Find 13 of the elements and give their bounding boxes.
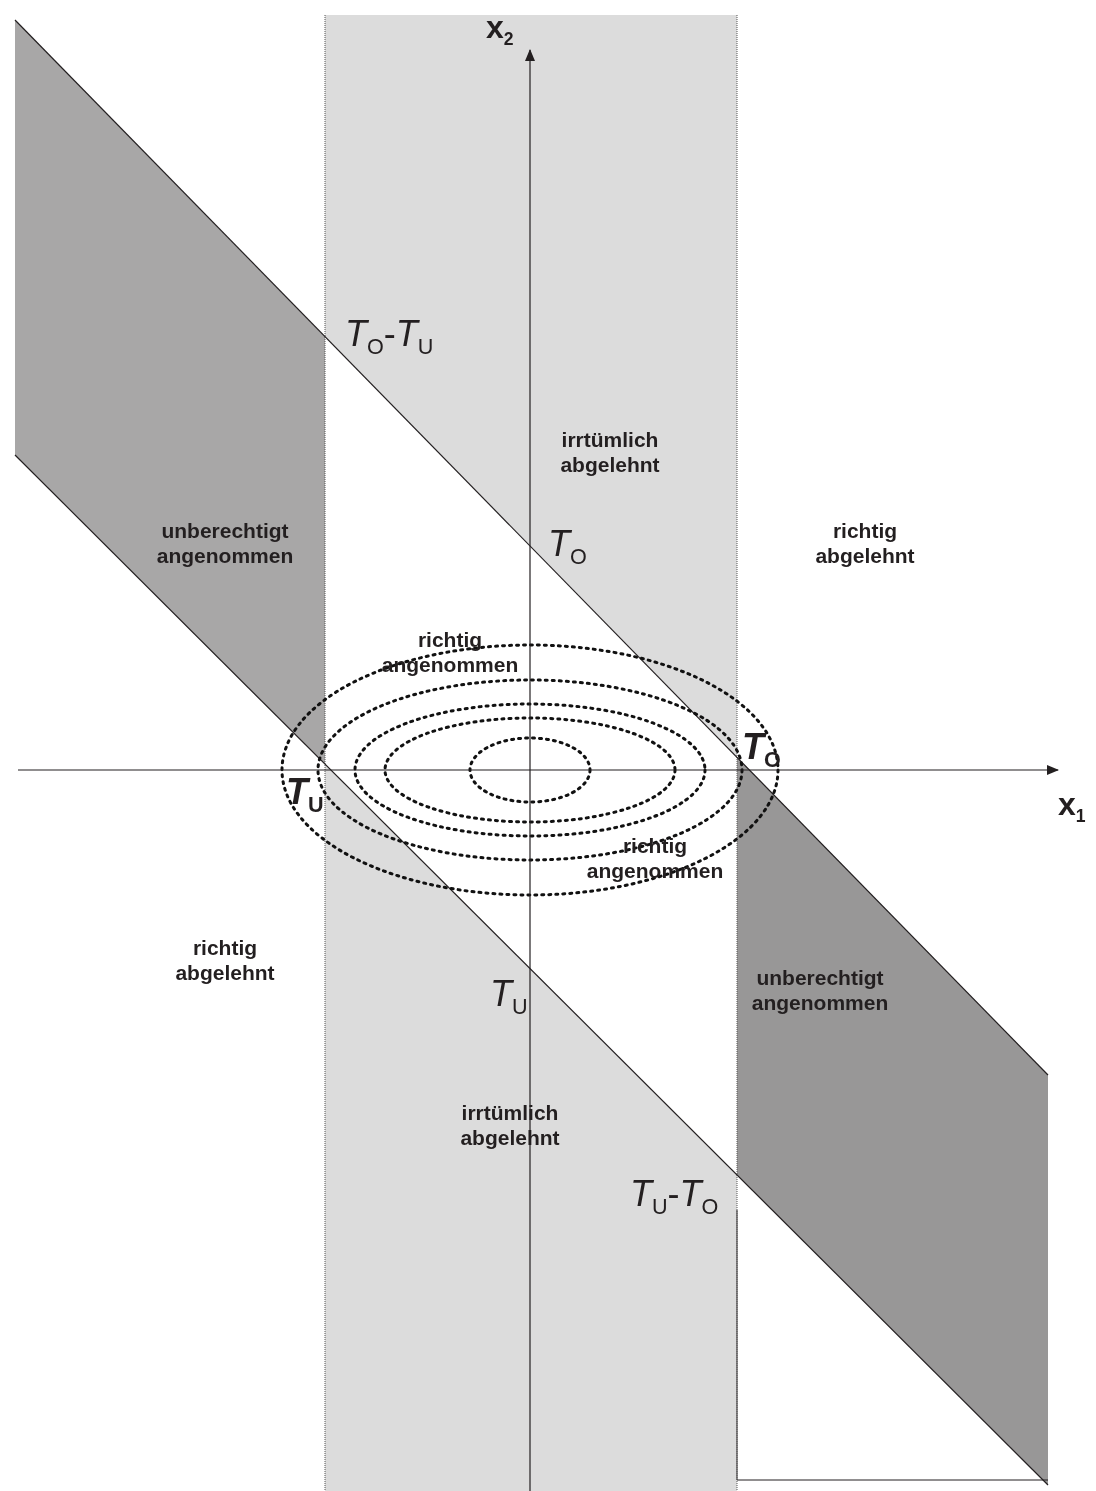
region-label: unberechtigt angenommen bbox=[750, 965, 890, 1016]
threshold-label: T$_{O}$ bbox=[742, 725, 781, 774]
threshold-label: T$_{U}$ bbox=[286, 770, 324, 819]
threshold-label: T$_{U}$ bbox=[490, 972, 528, 1021]
region-label: unberechtigt angenommen bbox=[155, 518, 295, 569]
threshold-label: T$_{U}$-T$_{O}$ bbox=[630, 1172, 719, 1221]
axis-label: x$_{1}$ bbox=[1058, 785, 1086, 828]
region-label: richtig abgelehnt bbox=[814, 518, 916, 569]
threshold-label: T$_{O}$-T$_{U}$ bbox=[345, 312, 434, 361]
region-label: irrtümlich abgelehnt bbox=[559, 427, 661, 478]
threshold-label: T$_{O}$ bbox=[548, 522, 587, 571]
region-label: richtig abgelehnt bbox=[174, 935, 276, 986]
axis-label: x$_{2}$ bbox=[486, 8, 514, 51]
